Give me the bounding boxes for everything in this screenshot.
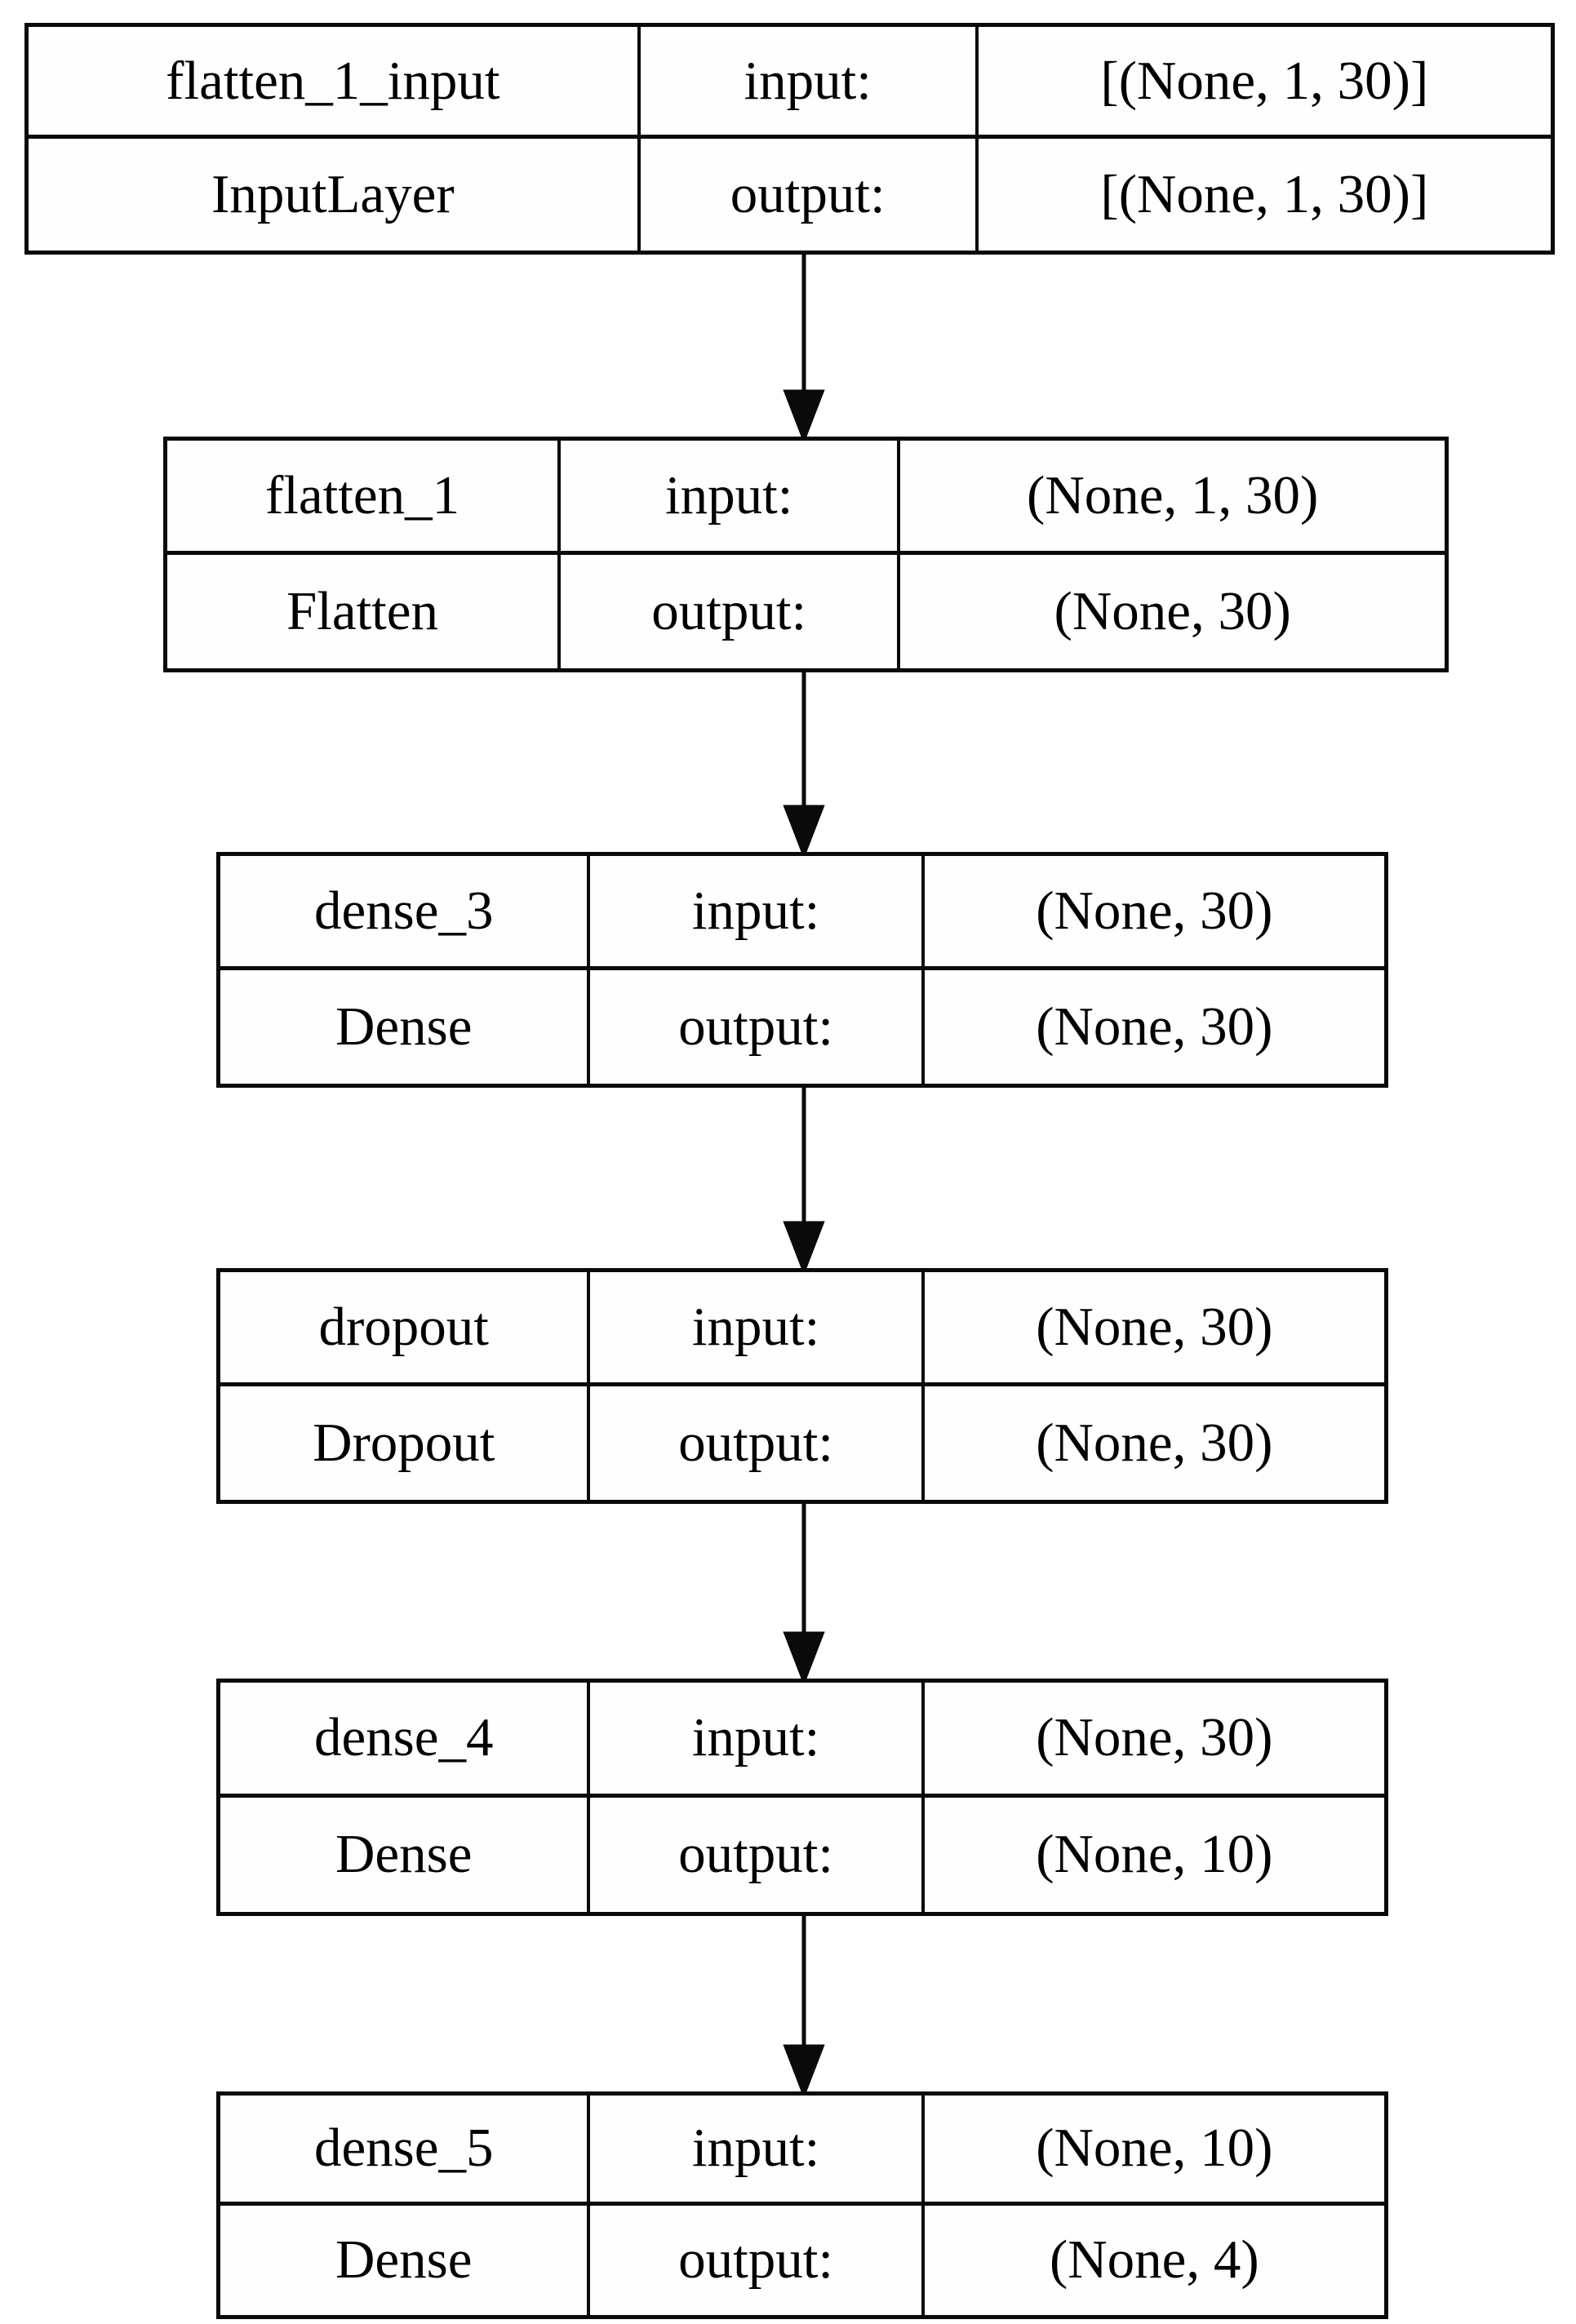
layer-node-dense-5: dense_5 input: (None, 10) Dense output: …	[216, 2091, 1388, 2319]
output-shape: (None, 10)	[1036, 1824, 1273, 1885]
output-label: output:	[641, 139, 979, 251]
input-label: input:	[590, 1272, 925, 1386]
layer-node-dense-3: dense_3 input: (None, 30) Dense output: …	[216, 852, 1388, 1088]
layer-type: Dense	[220, 1797, 591, 1912]
layer-type: Flatten	[167, 554, 562, 668]
layer-type: Dropout	[220, 1386, 591, 1500]
output-shape: (None, 30)	[1054, 580, 1291, 641]
output-label: output:	[590, 1386, 925, 1500]
layer-type: Dense	[220, 2205, 591, 2315]
arrow-head	[783, 805, 825, 859]
layer-name: dense_3	[220, 856, 591, 970]
input-label: input:	[590, 1683, 925, 1798]
input-shape: (None, 10)	[924, 2096, 1384, 2206]
input-shape: (None, 30)	[924, 1683, 1384, 1798]
layer-node-flatten-1-input: flatten_1_input input: [(None, 1, 30)] I…	[24, 23, 1555, 255]
input-label: input:	[640, 27, 979, 139]
input-label: input:	[561, 441, 901, 555]
layer-node-dense-4: dense_4 input: (None, 30) Dense output: …	[216, 1679, 1388, 1916]
layer-name: flatten_1	[167, 441, 562, 555]
arrow-head	[783, 1631, 825, 1686]
arrow-head	[783, 1221, 825, 1275]
input-label: input:	[590, 2096, 925, 2206]
layer-type: Dense	[220, 969, 591, 1084]
output-shape: [(None, 1, 30)]	[1100, 164, 1429, 224]
arrow-head	[783, 2044, 825, 2099]
layer-name: dense_5	[220, 2096, 591, 2206]
output-shape: (None, 30)	[1036, 996, 1273, 1057]
input-shape: (None, 1, 30)	[900, 441, 1445, 555]
output-label: output:	[590, 2205, 925, 2315]
input-shape: (None, 30)	[924, 1272, 1384, 1386]
layer-type: InputLayer	[29, 139, 641, 251]
input-shape: (None, 30)	[924, 856, 1384, 970]
output-label: output:	[590, 1797, 925, 1912]
input-shape: [(None, 1, 30)]	[978, 27, 1551, 139]
layer-node-flatten-1: flatten_1 input: (None, 1, 30) Flatten o…	[163, 437, 1449, 672]
output-shape: (None, 4)	[1049, 2229, 1259, 2291]
layer-name: flatten_1_input	[29, 27, 641, 139]
arrow-head	[783, 389, 825, 444]
input-label: input:	[590, 856, 925, 970]
layer-name: dropout	[220, 1272, 591, 1386]
output-label: output:	[561, 554, 901, 668]
output-shape: (None, 30)	[1036, 1412, 1273, 1473]
layer-name: dense_4	[220, 1683, 591, 1798]
output-label: output:	[590, 969, 925, 1084]
layer-node-dropout: dropout input: (None, 30) Dropout output…	[216, 1268, 1388, 1504]
